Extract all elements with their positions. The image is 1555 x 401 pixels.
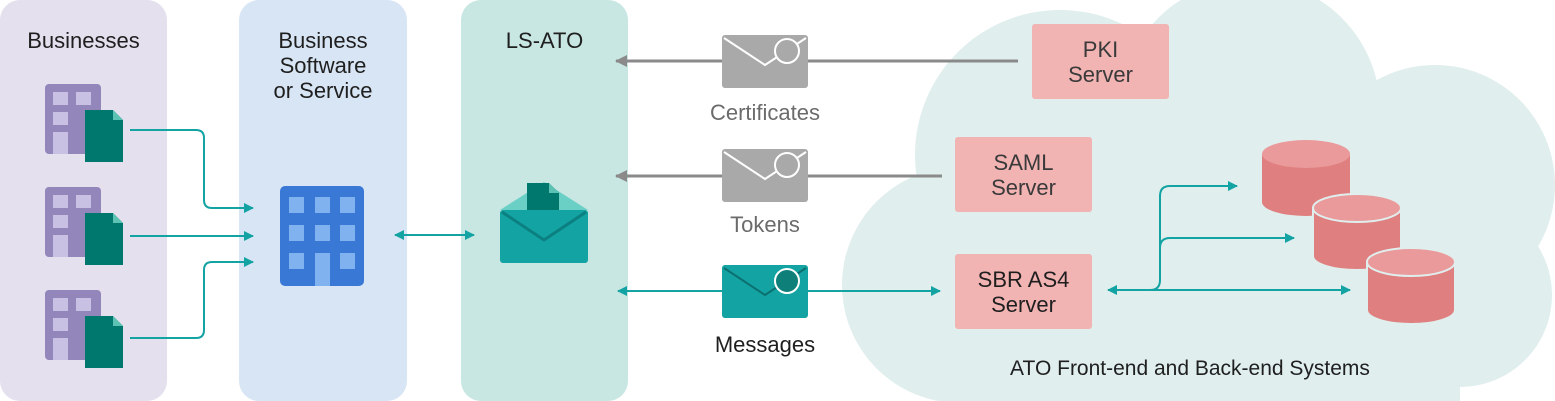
business-software-title-line1: Business [278,28,368,53]
business-building-icon [45,84,123,162]
pki-server-label-line1: PKI [1082,37,1119,62]
saml-server-label-line1: SAML [993,150,1054,175]
saml-server-box [955,137,1092,212]
businesses-title: Businesses [27,28,140,53]
db-connector-2 [1159,233,1295,249]
pki-server-label-line2: Server [1068,62,1133,87]
business-connector-3 [130,257,254,339]
database-icon [1366,247,1456,325]
saml-server-label-line2: Server [991,175,1056,200]
sbr-as4-server-label-line1: SBR AS4 [977,267,1070,292]
token-envelope-icon [722,149,808,202]
business-software-title-line2: Software [279,53,367,78]
sbr-as4-server-label-line2: Server [991,292,1056,317]
sbr-as4-server-label: SBR AS4 Server [955,267,1092,317]
pki-server-label: PKI Server [1032,37,1169,87]
tokens-label: Tokens [730,212,800,237]
business-building-icon [45,187,123,265]
messages-label: Messages [714,332,816,357]
software-building-icon [280,186,364,286]
saml-server-label: SAML Server [955,150,1092,200]
certificates-label: Certificates [709,100,821,125]
sbr-as4-server-box [955,254,1092,329]
message-envelope-icon [722,265,808,318]
business-software-title-line3: or Service [273,78,373,103]
ls-ato-title: LS-ATO [505,28,584,53]
open-envelope-icon [500,182,588,263]
business-software-title: Business Software or Service [239,28,407,103]
ato-systems-label: ATO Front-end and Back-end Systems [1010,357,1370,380]
pki-server-box [1032,24,1169,99]
business-connector-1 [130,129,254,213]
certificate-envelope-icon [722,35,808,88]
business-building-icon [45,290,123,368]
